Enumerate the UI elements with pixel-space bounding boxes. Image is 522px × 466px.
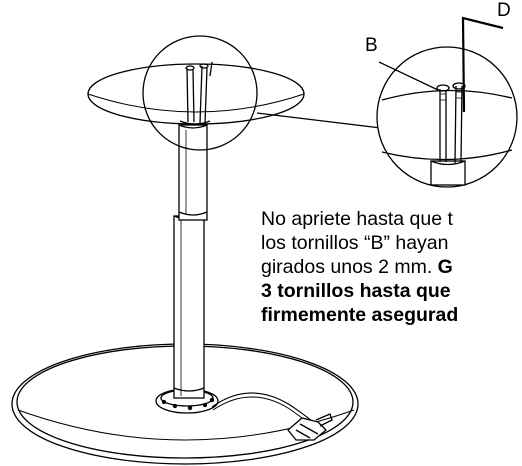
- lower-column: [173, 215, 205, 399]
- table-top: [87, 63, 305, 125]
- instruction-line-3-normal: girados unos 2 mm.: [261, 256, 438, 278]
- instruction-line-3: girados unos 2 mm. G: [261, 255, 522, 279]
- instruction-line-4: 3 tornillos hasta que: [261, 280, 451, 302]
- callout-label-b: B: [365, 35, 378, 56]
- instruction-line-5: firmemente asegurad: [261, 304, 459, 326]
- callout-label-d: D: [497, 0, 511, 21]
- detail-circle: [142, 35, 258, 151]
- cable-clamp: [287, 413, 333, 441]
- upper-column: [178, 124, 208, 221]
- assembly-instruction: No apriete hasta que t los tornillos “B”…: [261, 207, 522, 327]
- instruction-line-3-bold: G: [437, 256, 453, 278]
- zoom-connector-line: [256, 112, 382, 129]
- callout-line-b: [378, 61, 439, 91]
- zoom-detail: [376, 46, 518, 188]
- hex-key-tool: [461, 16, 504, 113]
- instruction-line-2: los tornillos “B” hayan: [261, 232, 449, 254]
- instruction-line-1: No apriete hasta que t: [261, 208, 453, 230]
